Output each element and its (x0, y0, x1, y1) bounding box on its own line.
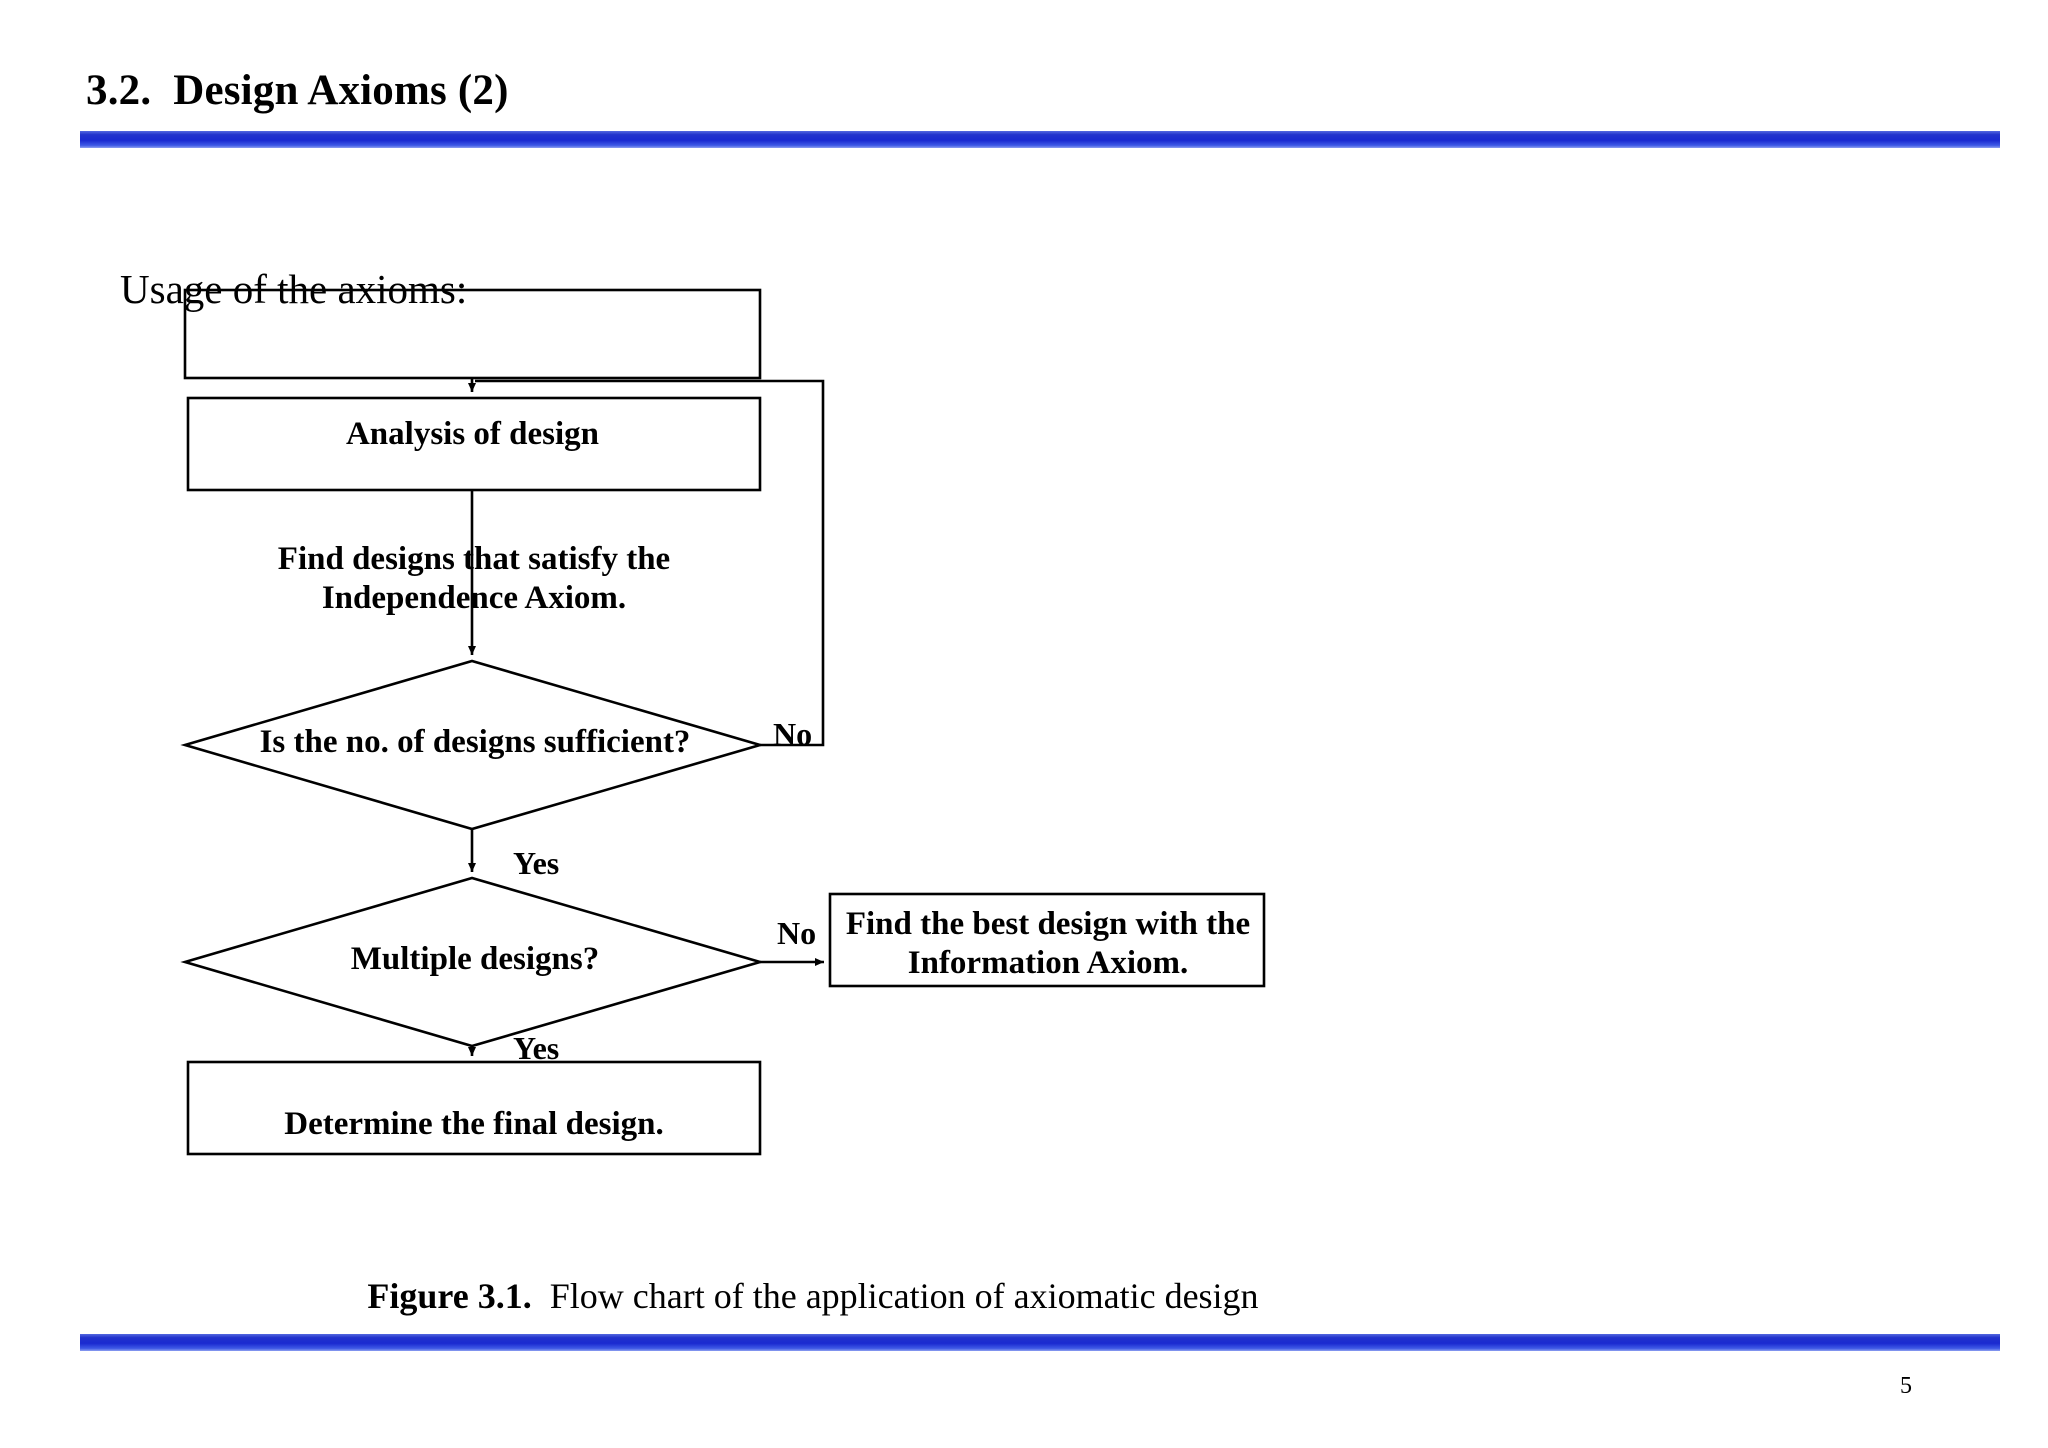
node-final-label: Determine the final design. (284, 1106, 664, 1142)
node-best-label: Find the best design with the Informatio… (845, 906, 1251, 981)
figure-caption: Figure 3.1. Flow chart of the applicatio… (0, 1233, 1590, 1359)
edge-label-yes-2: Yes (513, 1030, 560, 1066)
node-decision2-label: Multiple designs? (350, 941, 600, 977)
title-divider-bar-top (80, 131, 2000, 148)
figure-caption-text: Flow chart of the application of axiomat… (531, 1276, 1259, 1316)
page-title: 3.2. Design Axioms (2) (86, 67, 509, 114)
body-intro-text: Usage of the axioms: (120, 266, 468, 312)
node-analysis-label: Analysis of design (345, 416, 600, 452)
edge-label-no-1: No (773, 716, 813, 752)
edge-label-no-2: No (777, 915, 817, 951)
footer-divider-bar-bottom (80, 1334, 2000, 1351)
edge-label-yes-1: Yes (513, 845, 560, 881)
figure-number: Figure 3.1. (367, 1276, 532, 1316)
node-decision1-label: Is the no. of designs sufficient? (259, 724, 691, 760)
node-find-label: Find designs that satisfy the Independen… (277, 541, 671, 616)
page-number: 5 (1900, 1373, 1912, 1399)
